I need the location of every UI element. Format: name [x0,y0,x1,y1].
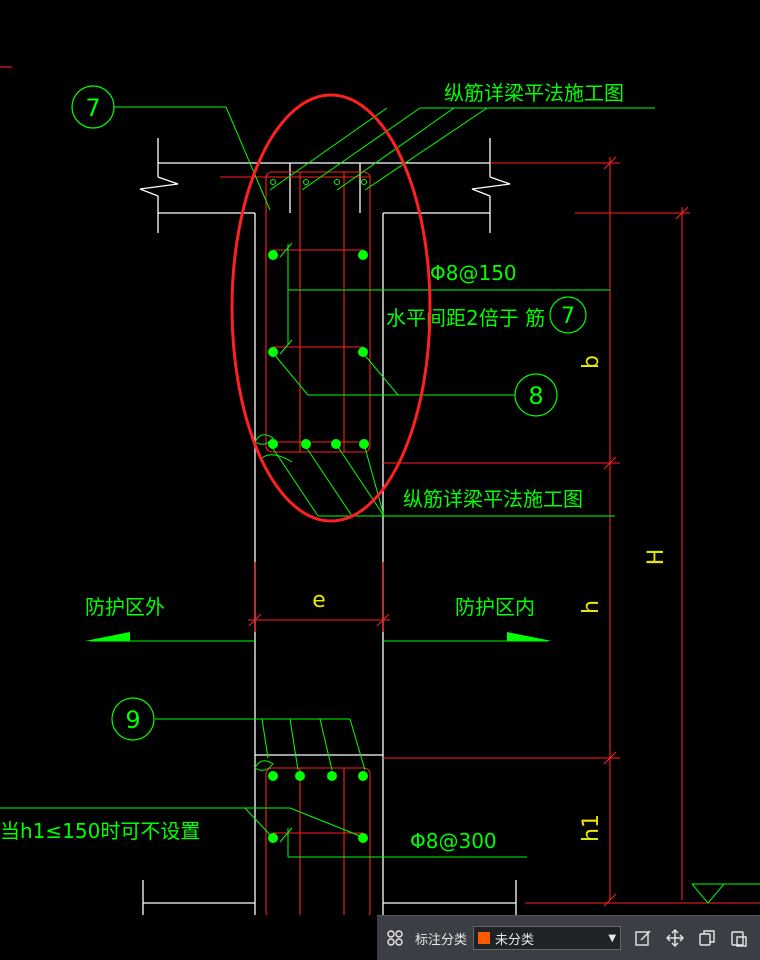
ref-bubble-8 [514,373,558,417]
copy-icon[interactable] [695,926,719,950]
ref-7-label: 7 [85,94,100,122]
ref-7b-label: 7 [561,304,575,329]
category-color-swatch [478,932,491,944]
rebar-dots [268,250,369,843]
dim-b-label: b [579,355,604,369]
outside-zone-label: 防护区外 [85,595,165,619]
ref-9-label: 9 [125,706,140,734]
paste-icon[interactable] [727,926,751,950]
structure-lines [139,138,517,915]
longitudinal-top-note: 纵筋详梁平法施工图 [444,81,624,105]
annotation-category-label: 标注分类 [415,932,468,948]
cad-drawing: 7 7 8 9 纵筋详梁平法施工图 Φ8@150 水平间距2倍于 筋 纵筋详梁平… [0,66,760,915]
category-selected-value: 未分类 [495,932,535,948]
stirrup-lower-spec: Φ8@300 [410,829,497,853]
move-icon[interactable] [663,926,687,950]
top-rebar-small [270,179,367,185]
grid-icon[interactable] [383,926,407,950]
leader-lines [0,106,760,904]
ref-bubble-7b [549,296,587,334]
highlight-ellipse [230,93,432,523]
rebar-lines [0,66,760,915]
h1-note: 当h1≤150时可不设置 [0,819,200,843]
longitudinal-bottom-note: 纵筋详梁平法施工图 [403,487,583,511]
dim-H-label: H [644,549,669,566]
ref-bubble-7 [71,85,115,129]
arrow-inside [507,632,552,641]
annotation-toolbar: 标注分类 未分类 ▼ [377,915,760,960]
ref-8-label: 8 [528,382,543,410]
ref-bubble-9 [111,697,155,741]
horizontal-spacing-note: 水平间距2倍于 筋 [386,306,545,330]
chevron-down-icon: ▼ [608,932,617,944]
arrow-outside [85,632,130,641]
inside-zone-label: 防护区内 [455,595,535,619]
dim-h1-label: h1 [579,814,604,842]
dim-e-label: e [312,588,326,613]
dim-h-label: h [579,600,604,614]
edit-icon[interactable] [631,926,655,950]
stirrup-upper-spec: Φ8@150 [430,261,517,285]
category-select[interactable]: 未分类 ▼ [473,926,622,950]
